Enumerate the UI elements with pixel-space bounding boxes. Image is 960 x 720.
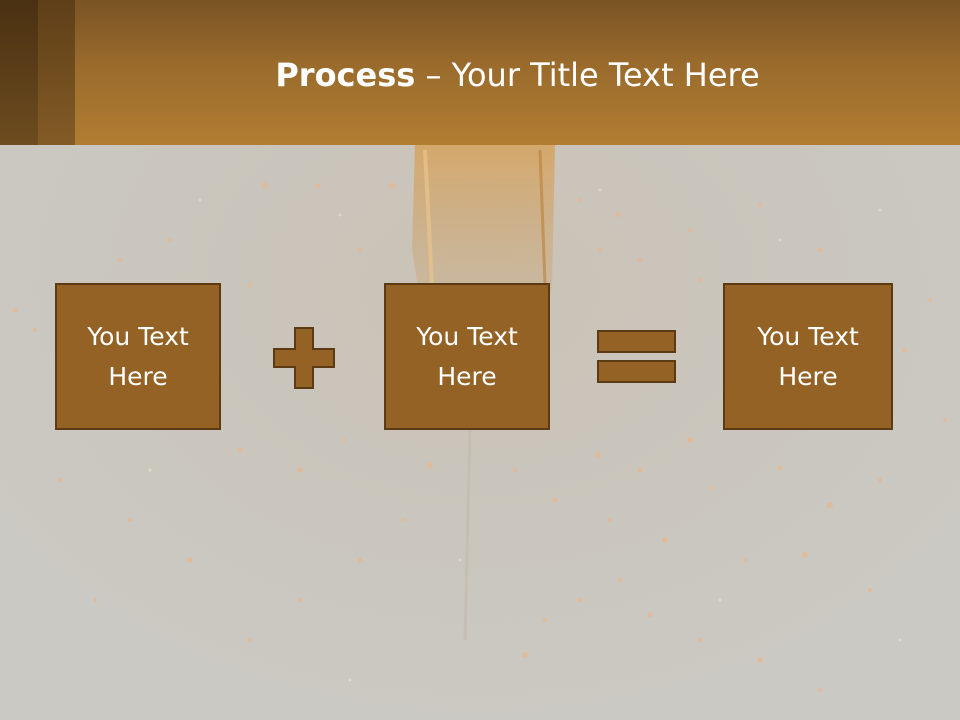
- plus-icon: [273, 327, 335, 389]
- process-box-1[interactable]: You Text Here: [55, 283, 221, 430]
- slide-title[interactable]: Process – Your Title Text Here: [75, 50, 960, 100]
- slide-title-bold: Process: [275, 56, 416, 94]
- title-bar-accent-mid: [38, 0, 75, 145]
- process-box-2-label: You Text Here: [416, 321, 518, 391]
- process-box-3-label: You Text Here: [757, 321, 859, 391]
- title-bar-accent-dark: [0, 0, 38, 145]
- process-box-2[interactable]: You Text Here: [384, 283, 550, 430]
- process-box-1-label: You Text Here: [87, 321, 189, 391]
- slide-title-rest: – Your Title Text Here: [415, 56, 760, 94]
- title-bar: [0, 0, 960, 145]
- equals-icon: [597, 330, 676, 383]
- process-box-3[interactable]: You Text Here: [723, 283, 893, 430]
